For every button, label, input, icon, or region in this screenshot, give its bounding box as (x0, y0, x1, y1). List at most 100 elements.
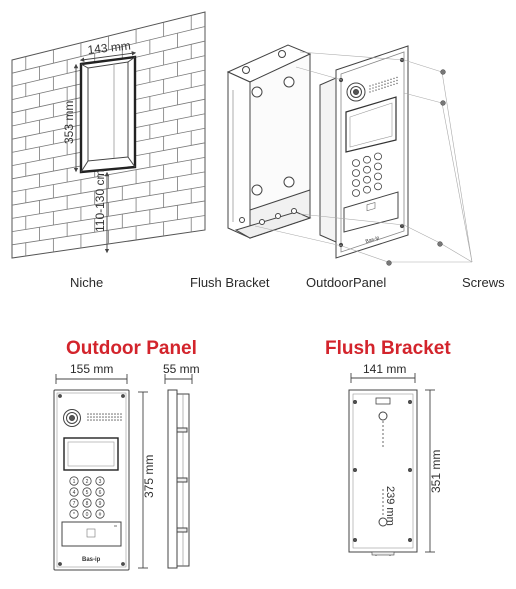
niche-width-label: 143 mm (87, 39, 132, 57)
keypad-key-label: * (73, 512, 75, 518)
speaker-hole (108, 413, 110, 415)
speaker-hole (114, 419, 116, 421)
speaker-hole (384, 86, 386, 88)
speaker-hole (102, 413, 104, 415)
keypad-key-label: 8 (86, 501, 89, 507)
niche-height-dimension: 353 mm (62, 63, 79, 173)
keypad-key-icon (351, 169, 360, 177)
speaker-hole (390, 81, 392, 84)
keypad-key-icon (351, 159, 360, 167)
speaker-hole (372, 90, 374, 92)
speaker-hole (108, 416, 110, 418)
keypad-key-icon (82, 498, 92, 508)
screw-icon (437, 241, 443, 247)
panel-iso-brand: Bas-ip (365, 235, 381, 245)
speaker-hole (375, 83, 377, 85)
speaker-hole (393, 83, 395, 86)
speaker-hole (120, 419, 122, 421)
speaker-hole (87, 416, 89, 418)
speaker-hole (375, 89, 377, 91)
speaker-hole (90, 419, 92, 421)
keypad-key-icon (351, 179, 360, 187)
speaker-hole (381, 84, 383, 86)
screw-icon (440, 69, 446, 75)
panel-front-brand: Bas-ip (82, 557, 101, 563)
keypad-key-label: 4 (73, 490, 76, 496)
speaker-hole (117, 413, 119, 415)
speaker-hole (93, 413, 95, 415)
speaker-hole (393, 80, 395, 83)
speaker-hole (111, 419, 113, 421)
niche (79, 55, 137, 174)
speaker-hole (96, 413, 98, 415)
keypad-key-icon (373, 182, 382, 191)
keypad-key-label: 6 (99, 490, 102, 496)
keypad-key-icon (362, 185, 371, 194)
screws-label: Screws (462, 275, 505, 290)
niche-width-dimension: 143 mm (79, 39, 137, 62)
speaker-hole (99, 419, 101, 421)
screw-icon (386, 260, 392, 266)
speaker-hole (369, 85, 371, 87)
speaker-hole (384, 83, 386, 85)
speaker-grille (87, 413, 122, 421)
flush-bracket-label: Flush Bracket (190, 275, 270, 290)
keypad-key-icon (362, 175, 371, 184)
keypad-key-label: 3 (99, 479, 102, 485)
speaker-hole (111, 413, 113, 415)
panel-height-dimension: 375 mm (138, 391, 156, 569)
keypad-key-icon (69, 476, 79, 486)
keypad-key-icon (95, 509, 105, 519)
speaker-hole (378, 88, 380, 90)
speaker-hole (90, 413, 92, 415)
keypad-key-icon (95, 498, 105, 508)
keypad-key-icon (69, 498, 79, 508)
speaker-hole (105, 413, 107, 415)
panel-width-dimension (55, 374, 128, 384)
niche-height-label: 353 mm (62, 101, 76, 144)
niche-offset-label: 110-130 cm (93, 170, 107, 232)
speaker-hole (369, 88, 371, 90)
speaker-hole (114, 413, 116, 415)
keypad-key-icon (95, 487, 105, 497)
speaker-hole (96, 416, 98, 418)
speaker-hole (378, 82, 380, 84)
niche-label: Niche (70, 275, 104, 290)
keypad-key-label: 5 (86, 490, 89, 496)
speaker-hole (93, 416, 95, 418)
speaker-hole (396, 79, 398, 82)
speaker-hole (387, 82, 389, 85)
speaker-hole (93, 419, 95, 421)
speaker-hole (102, 419, 104, 421)
keypad-key-icon (362, 155, 371, 164)
bracket-height-label: 351 mm (429, 450, 443, 493)
keypad-key-label: 0 (86, 512, 89, 518)
bracket-width-dimension (350, 373, 416, 383)
screws-group (254, 51, 473, 266)
speaker-hole (117, 419, 119, 421)
speaker-hole (87, 413, 89, 415)
speaker-hole (390, 84, 392, 87)
speaker-hole (87, 419, 89, 421)
bracket-height-dimension: 351 mm (425, 389, 443, 553)
keypad-key-icon (69, 509, 79, 519)
flush-bracket-iso (226, 44, 312, 239)
speaker-grille (369, 76, 398, 93)
keypad-key-icon (95, 476, 105, 486)
speaker-hole (96, 419, 98, 421)
speaker-hole (105, 419, 107, 421)
speaker-hole (381, 87, 383, 89)
panel-side-view (164, 374, 193, 569)
niche-offset-dimension: 110-130 cm (93, 170, 110, 254)
keypad-key-icon (373, 172, 382, 181)
speaker-hole (108, 419, 110, 421)
flush-bracket-heading: Flush Bracket (325, 338, 451, 359)
speaker-hole (372, 84, 374, 86)
speaker-hole (105, 416, 107, 418)
bracket-width-label: 141 mm (363, 362, 407, 376)
keypad-key-icon (373, 162, 382, 171)
speaker-hole (99, 416, 101, 418)
